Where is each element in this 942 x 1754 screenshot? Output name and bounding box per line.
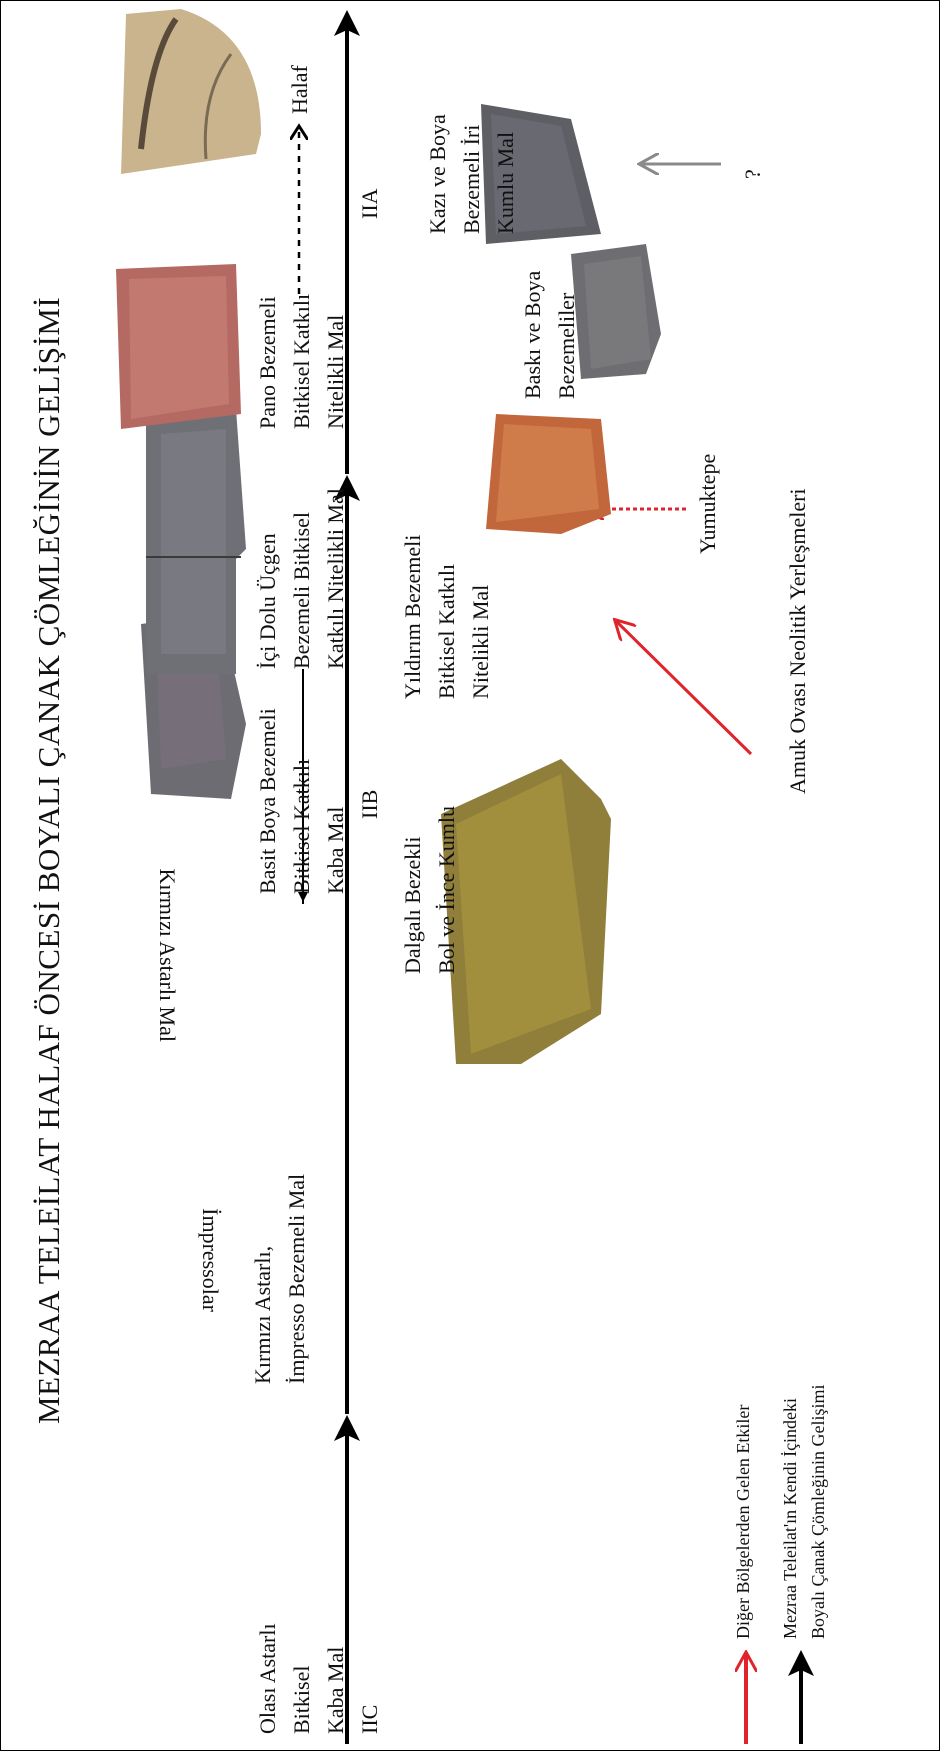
- label-yildirim: Yıldırım Bezemeli Bitkisel Katkılı Nitel…: [396, 535, 498, 699]
- diagram-title: MEZRAA TELEİLAT HALAF ÖNCESİ BOYALI ÇANA…: [31, 297, 67, 1424]
- sherd-ici-dolu: [146, 409, 246, 674]
- label-question: ?: [736, 169, 770, 179]
- label-yumuktepe: Yumuktepe: [691, 454, 725, 554]
- phase-iia: IIA: [353, 188, 387, 219]
- stage-basit-boya: Basit Boya Bezemeli Bitkisel Katkılı Kab…: [251, 708, 353, 894]
- sherd-halaf: [121, 9, 261, 174]
- phase-iib: IIB: [353, 790, 387, 819]
- label-amuk: Amuk Ovası Neolitik Yerleşmeleri: [781, 488, 815, 794]
- label-baski: Baskı ve Boya Bezemeliler: [516, 271, 584, 399]
- red-arrow-baski: [701, 194, 741, 364]
- stage-pano: Pano Bezemeli Bitkisel Katkılı Nitelikli…: [251, 294, 353, 429]
- sherd-dalgali: [441, 759, 611, 1064]
- legend-black-label: Mezraa Teleilat'ın Kendi İçindeki Boyalı…: [776, 1385, 832, 1639]
- label-kazi: Kazı ve Boya Bezemeli İri Kumlu Mal: [421, 114, 523, 234]
- label-dalgali: Dalgalı Bezekli Bol ve İnce Kumlu: [396, 806, 464, 974]
- label-halaf: Halaf: [283, 65, 317, 114]
- sherd-pano: [116, 264, 241, 429]
- phase-iic: IIC: [353, 1705, 387, 1734]
- label-kirmizi-astarli: Kırmızı Astarlı Mal: [116, 868, 218, 1064]
- red-arrow-dalgali: [616, 621, 751, 754]
- legend-red-label: Diğer Bölgelerden Gelen Etkiler: [729, 1405, 757, 1639]
- stage-ici-dolu: İçi Dolu Üçgen Bezemeli Bitkisel Katkılı…: [251, 488, 353, 669]
- sherd-baski: [571, 244, 661, 379]
- stage-olasi: Olası Astarlı Bitkisel Kaba Mal: [251, 1623, 353, 1734]
- sherd-yildirim: [486, 414, 611, 534]
- label-impressolar: İmpressolar: [159, 1208, 261, 1334]
